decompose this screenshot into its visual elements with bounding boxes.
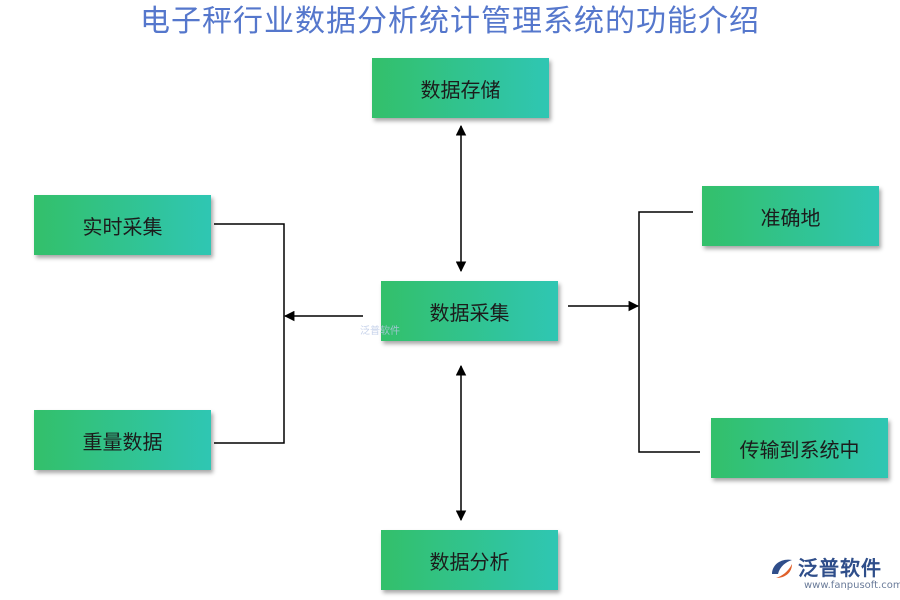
node-weight-data-label: 重量数据 bbox=[82, 429, 163, 454]
node-data-storage-label: 数据存储 bbox=[420, 77, 501, 102]
node-data-collection-label: 数据采集 bbox=[429, 300, 510, 325]
brand-name: 泛普软件 bbox=[798, 556, 882, 580]
watermark: 泛普软件 bbox=[360, 326, 400, 337]
node-realtime-collection: 实时采集 bbox=[34, 195, 211, 255]
bracket-left bbox=[214, 223, 285, 444]
bracket-right bbox=[638, 211, 700, 453]
brand-logo-block: 泛普软件 www.fanpusoft.com bbox=[768, 552, 900, 596]
node-data-analysis-label: 数据分析 bbox=[429, 549, 510, 574]
node-accurately: 准确地 bbox=[702, 186, 879, 246]
node-transfer-to-system: 传输到系统中 bbox=[711, 418, 888, 478]
brand-url: www.fanpusoft.com bbox=[804, 580, 900, 591]
page-title: 电子秤行业数据分析统计管理系统的功能介绍 bbox=[140, 4, 760, 39]
node-accurately-label: 准确地 bbox=[760, 205, 821, 230]
node-data-storage: 数据存储 bbox=[372, 58, 549, 118]
node-weight-data: 重量数据 bbox=[34, 410, 211, 470]
node-transfer-to-system-label: 传输到系统中 bbox=[739, 437, 860, 462]
node-data-collection: 数据采集 bbox=[381, 281, 558, 341]
node-data-analysis: 数据分析 bbox=[381, 530, 558, 590]
node-realtime-collection-label: 实时采集 bbox=[82, 214, 163, 239]
fanpu-logo-icon bbox=[772, 559, 792, 578]
